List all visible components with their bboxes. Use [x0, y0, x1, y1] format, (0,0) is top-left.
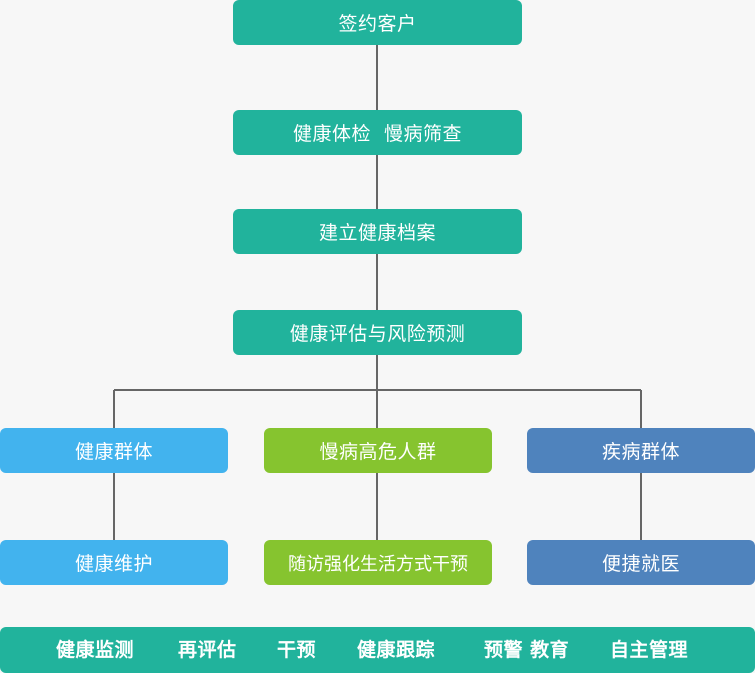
node-checkup-screening: 健康体检 慢病筛查 [233, 110, 522, 155]
node-signed-clients: 签约客户 [233, 0, 522, 45]
node-health-maintenance-label: 健康维护 [74, 553, 153, 575]
node-healthy-group-label: 健康群体 [74, 441, 153, 463]
node-risk-assessment-label: 健康评估与风险预测 [289, 323, 466, 345]
node-disease-group: 疾病群体 [527, 428, 755, 473]
node-checkup-screening-label: 健康体检 慢病筛查 [292, 123, 463, 145]
node-risk-assessment: 健康评估与风险预测 [233, 310, 522, 355]
bar-item-self-management: 自主管理 [610, 639, 689, 661]
bar-item-warning-education: 预警 教育 [484, 639, 570, 661]
node-convenient-medical-label: 便捷就医 [601, 553, 680, 575]
node-healthy-group: 健康群体 [0, 428, 228, 473]
management-cycle-bar: 健康监测 再评估 干预 健康跟踪 预警 教育 自主管理 [0, 627, 755, 673]
node-high-risk-group-label: 慢病高危人群 [319, 441, 437, 463]
node-followup-intervention: 随访强化生活方式干预 [264, 540, 492, 585]
node-followup-intervention-label: 随访强化生活方式干预 [288, 553, 468, 575]
node-high-risk-group: 慢病高危人群 [264, 428, 492, 473]
node-health-record-label: 建立健康档案 [318, 222, 436, 244]
node-disease-group-label: 疾病群体 [601, 441, 680, 463]
bar-item-health-tracking: 健康跟踪 [357, 639, 436, 661]
node-health-maintenance: 健康维护 [0, 540, 228, 585]
node-convenient-medical: 便捷就医 [527, 540, 755, 585]
node-signed-clients-label: 签约客户 [338, 13, 417, 35]
bar-item-reassessment: 再评估 [178, 639, 237, 661]
bar-item-health-monitoring: 健康监测 [56, 639, 135, 661]
bar-item-intervention: 干预 [277, 639, 317, 661]
node-health-record: 建立健康档案 [233, 209, 522, 254]
